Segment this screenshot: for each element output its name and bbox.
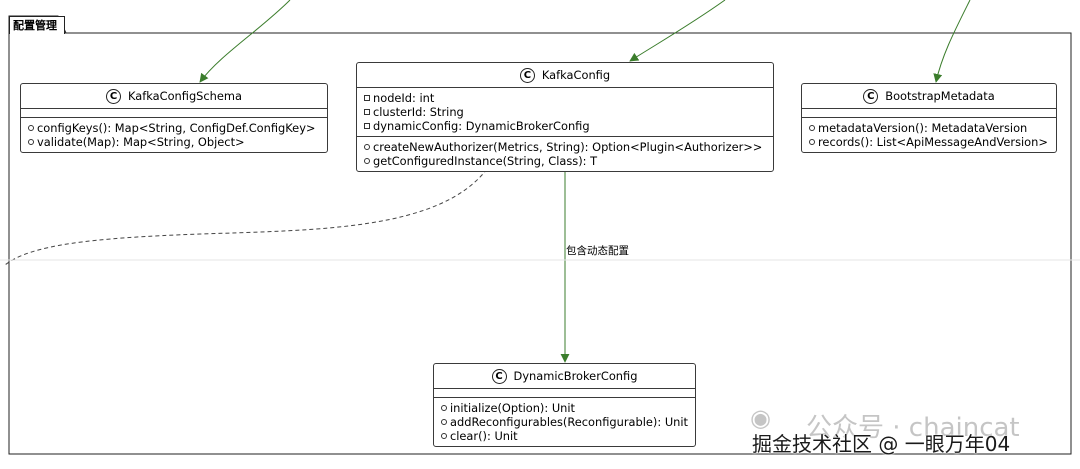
- class-c-icon: C: [519, 67, 535, 83]
- class-kafka-config: C KafkaConfig nodeId: int clusterId: Str…: [356, 62, 774, 172]
- method-text: initialize(Option): Unit: [450, 401, 576, 415]
- method-text: getConfiguredInstance(String, Class): T: [373, 154, 598, 168]
- method-text: records(): List<ApiMessageAndVersion>: [818, 135, 1048, 149]
- fields-section: [434, 389, 695, 397]
- public-visibility-icon: [809, 139, 815, 145]
- method-text: configKeys(): Map<String, ConfigDef.Conf…: [37, 121, 316, 135]
- field-row: clusterId: String: [364, 105, 773, 119]
- methods-section: createNewAuthorizer(Metrics, String): Op…: [357, 136, 773, 171]
- relation-label: 包含动态配置: [566, 245, 629, 257]
- class-name: DynamicBrokerConfig: [513, 369, 638, 383]
- class-dynamic-broker-config: C DynamicBrokerConfig initialize(Option)…: [433, 363, 696, 447]
- class-header: C DynamicBrokerConfig: [434, 364, 695, 389]
- public-visibility-icon: [364, 144, 370, 150]
- method-row: clear(): Unit: [441, 429, 695, 443]
- class-c-icon: C: [491, 368, 507, 384]
- method-row: configKeys(): Map<String, ConfigDef.Conf…: [28, 121, 327, 135]
- method-text: addReconfigurables(Reconfigurable): Unit: [450, 415, 689, 429]
- method-row: getConfiguredInstance(String, Class): T: [364, 154, 773, 168]
- class-name: KafkaConfig: [541, 68, 611, 82]
- fields-section: [21, 109, 327, 117]
- method-text: metadataVersion(): MetadataVersion: [818, 121, 1028, 135]
- public-visibility-icon: [441, 419, 447, 425]
- fields-section: [802, 109, 1056, 117]
- class-c-icon: C: [106, 88, 121, 104]
- method-row: validate(Map): Map<String, Object>: [28, 135, 327, 149]
- methods-section: configKeys(): Map<String, ConfigDef.Conf…: [21, 117, 327, 152]
- fields-section: nodeId: int clusterId: String dynamicCon…: [357, 88, 773, 136]
- watermark-line2: 掘金技术社区 @ 一眼万年04: [752, 432, 1011, 456]
- method-row: records(): List<ApiMessageAndVersion>: [809, 135, 1056, 149]
- field-text: nodeId: int: [373, 91, 435, 105]
- methods-section: metadataVersion(): MetadataVersion recor…: [802, 117, 1056, 152]
- public-visibility-icon: [28, 125, 34, 131]
- wechat-icon: ◉: [750, 404, 771, 432]
- class-name: KafkaConfigSchema: [128, 89, 242, 103]
- public-visibility-icon: [441, 433, 447, 439]
- method-row: createNewAuthorizer(Metrics, String): Op…: [364, 140, 773, 154]
- method-text: validate(Map): Map<String, Object>: [37, 135, 245, 149]
- private-visibility-icon: [364, 123, 370, 129]
- private-visibility-icon: [364, 95, 370, 101]
- public-visibility-icon: [809, 125, 815, 131]
- class-bootstrap-metadata: C BootstrapMetadata metadataVersion(): M…: [801, 83, 1057, 153]
- arrow-to-kafka-config: [629, 0, 726, 62]
- field-text: clusterId: String: [373, 105, 464, 119]
- class-header: C BootstrapMetadata: [802, 84, 1056, 109]
- class-c-icon: C: [863, 88, 879, 104]
- field-text: dynamicConfig: DynamicBrokerConfig: [373, 119, 590, 133]
- field-row: dynamicConfig: DynamicBrokerConfig: [364, 119, 773, 133]
- class-name: BootstrapMetadata: [885, 89, 995, 103]
- package-frame: [8, 32, 1072, 455]
- method-row: metadataVersion(): MetadataVersion: [809, 121, 1056, 135]
- watermark-line1: 公众号 · chaincat: [806, 413, 1020, 443]
- class-header: C KafkaConfig: [357, 63, 773, 88]
- arrow-to-bootstrap-metadata: [933, 0, 971, 83]
- field-row: nodeId: int: [364, 91, 773, 105]
- arrow-to-kafka-config-schema: [199, 0, 291, 83]
- public-visibility-icon: [364, 158, 370, 164]
- private-visibility-icon: [364, 109, 370, 115]
- method-text: createNewAuthorizer(Metrics, String): Op…: [373, 140, 763, 154]
- class-kafka-config-schema: C KafkaConfigSchema configKeys(): Map<St…: [20, 83, 328, 153]
- class-header: C KafkaConfigSchema: [21, 84, 327, 109]
- package-title: 配置管理: [9, 16, 65, 34]
- method-row: addReconfigurables(Reconfigurable): Unit: [441, 415, 695, 429]
- dashed-dependency-curve: [4, 168, 488, 266]
- method-text: clear(): Unit: [450, 429, 518, 443]
- public-visibility-icon: [441, 405, 447, 411]
- methods-section: initialize(Option): Unit addReconfigurab…: [434, 397, 695, 446]
- method-row: initialize(Option): Unit: [441, 401, 695, 415]
- public-visibility-icon: [28, 139, 34, 145]
